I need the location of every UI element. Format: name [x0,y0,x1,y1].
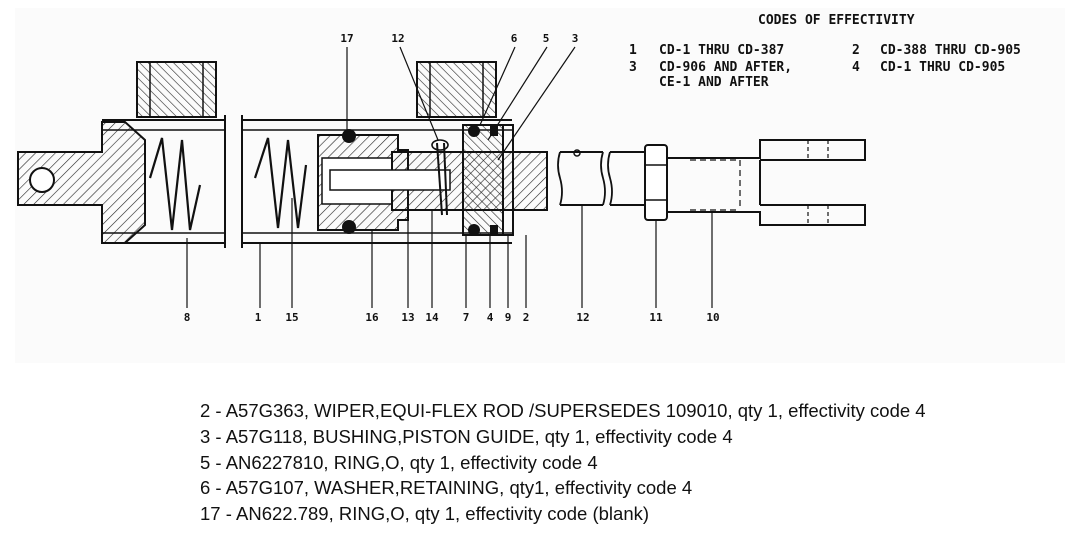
callout-1: 1 [255,311,262,324]
parts-list-item: 6 - A57G107, WASHER,RETAINING, qty1, eff… [200,477,693,499]
code-4-text: CD-1 THRU CD-905 [880,60,1005,75]
callout-16: 16 [365,311,379,324]
parts-list-item: 5 - AN6227810, RING,O, qty 1, effectivit… [200,451,598,473]
callout-9: 9 [505,311,512,324]
callout-7: 7 [463,311,470,324]
gland-stack [462,124,514,236]
code-3-text: CD-906 AND AFTER, [659,60,792,75]
callouts-bottom: 8 1 15 16 13 14 7 4 9 2 12 11 10 [184,311,720,324]
jam-nut [644,144,668,221]
leader-lines [186,46,713,308]
callout-14: 14 [425,311,439,324]
callout-10: 10 [706,311,719,324]
housing-left [102,115,226,248]
callout-15: 15 [285,311,298,324]
code-1-text: CD-1 THRU CD-387 [659,43,784,58]
callout-11: 11 [649,311,663,324]
callout-17: 17 [340,32,353,45]
cylinder-housing [241,115,512,248]
parts-list-item: 2 - A57G363, WIPER,EQUI-FLEX ROD /SUPERS… [200,400,926,421]
nut-left [136,61,217,118]
code-3-text-line2: CE-1 AND AFTER [659,75,769,90]
code-1-number: 1 [629,43,637,58]
spring-right [253,137,308,229]
codes-of-effectivity: CODES OF EFFECTIVITY 1 CD-1 THRU CD-387 … [629,13,1021,90]
callout-12-top: 12 [391,32,404,45]
cotter-pin [431,139,449,216]
callout-5: 5 [543,32,550,45]
parts-list-item: 17 - AN622.789, RING,O, qty 1, effectivi… [200,503,650,525]
callout-6: 6 [511,32,518,45]
callout-2: 2 [523,311,530,324]
callouts-top: 17 12 6 5 3 [340,32,578,45]
clevis [667,139,866,226]
callout-13: 13 [401,311,414,324]
callout-4: 4 [487,311,494,324]
code-2-text: CD-388 THRU CD-905 [880,43,1021,58]
callout-12-bottom: 12 [576,311,589,324]
codes-title: CODES OF EFFECTIVITY [758,13,915,28]
code-2-number: 2 [852,43,860,58]
rod-end-left [17,121,146,244]
callout-8: 8 [184,311,191,324]
parts-list: 2 - A57G363, WIPER,EQUI-FLEX ROD /SUPERS… [200,398,926,527]
code-4-number: 4 [852,60,860,75]
callout-3: 3 [572,32,579,45]
exploded-assembly-diagram: 17 12 6 5 3 8 1 15 16 13 14 7 4 9 2 12 1… [17,13,1021,324]
spring-left [148,137,202,231]
parts-list-item: 3 - A57G118, BUSHING,PISTON GUIDE, qty 1… [200,425,733,447]
nut-center [416,61,497,118]
code-3-number: 3 [629,60,637,75]
